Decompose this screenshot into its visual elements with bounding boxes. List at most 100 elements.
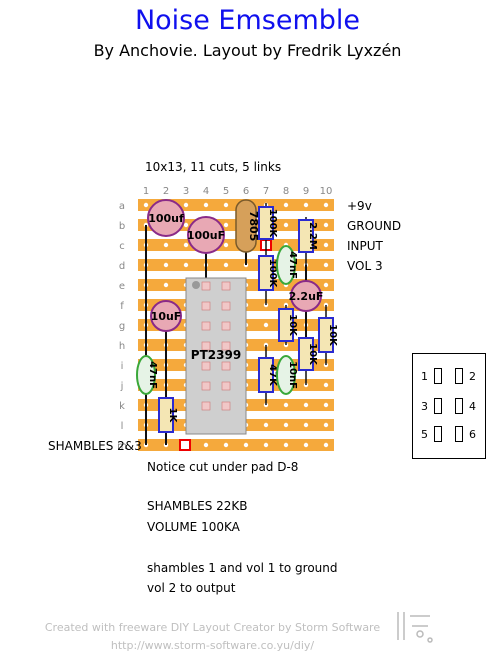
- column-label: 1: [143, 186, 149, 197]
- row-label: m: [117, 441, 127, 452]
- copper-strip: [138, 199, 334, 211]
- board-info: 10x13, 11 cuts, 5 links: [145, 160, 282, 174]
- svg-text:10nF: 10nF: [287, 361, 298, 389]
- strip-hole: [303, 422, 309, 428]
- note-cut: Notice cut under pad D-8: [147, 460, 299, 474]
- strip-hole: [183, 242, 189, 248]
- strip-hole: [263, 322, 269, 328]
- strip-hole: [243, 442, 249, 448]
- strip-hole: [223, 202, 229, 208]
- svg-text:1K: 1K: [167, 408, 178, 424]
- svg-text:100K: 100K: [267, 259, 278, 289]
- strip-hole: [203, 202, 209, 208]
- strip-hole: [183, 202, 189, 208]
- svg-text:2.2uF: 2.2uF: [289, 290, 324, 303]
- strip-hole: [223, 222, 229, 228]
- pot-pad: [455, 368, 463, 384]
- column-label: 5: [223, 186, 229, 197]
- label-input: INPUT: [347, 239, 383, 253]
- pot-pin-label: 4: [469, 400, 476, 413]
- strip-hole: [323, 242, 329, 248]
- strip-hole: [303, 202, 309, 208]
- column-label: 9: [303, 186, 309, 197]
- note-output: vol 2 to output: [147, 581, 236, 595]
- pot-pin-label: 3: [421, 400, 428, 413]
- strip-hole: [323, 442, 329, 448]
- note-ground: shambles 1 and vol 1 to ground: [147, 561, 338, 575]
- row-label: a: [119, 201, 125, 212]
- label-vol3: VOL 3: [347, 259, 383, 273]
- strip-hole: [183, 222, 189, 228]
- row-label: f: [120, 301, 124, 312]
- pot-pin-label: 6: [469, 428, 476, 441]
- svg-text:100uf: 100uf: [148, 212, 184, 225]
- strip-hole: [223, 262, 229, 268]
- pot-pin-label: 1: [421, 370, 428, 383]
- strip-hole: [283, 202, 289, 208]
- resistor-100k-top: 100K: [258, 203, 278, 245]
- footer-credit: Created with freeware DIY Layout Creator…: [44, 621, 381, 634]
- ic-chip: PT2399: [185, 277, 247, 435]
- strip-hole: [223, 242, 229, 248]
- resistor-47k: 47K: [258, 345, 278, 405]
- svg-text:47nF: 47nF: [147, 361, 158, 389]
- resistor-10k-g: 10K: [278, 305, 298, 345]
- strip-hole: [283, 402, 289, 408]
- strip-hole: [323, 382, 329, 388]
- cap-47nf-left: 47nF: [136, 355, 158, 395]
- row-label: l: [121, 421, 124, 432]
- note-shambles: SHAMBLES 22KB: [147, 499, 248, 513]
- cut: [179, 439, 191, 451]
- column-label: 8: [283, 186, 289, 197]
- svg-text:7805: 7805: [247, 211, 260, 242]
- strip-hole: [163, 262, 169, 268]
- svg-text:10K: 10K: [307, 343, 318, 366]
- strip-hole: [263, 442, 269, 448]
- cap-10nf: 10nF: [276, 355, 298, 395]
- strip-hole: [323, 202, 329, 208]
- strip-hole: [203, 442, 209, 448]
- column-label: 4: [203, 186, 209, 197]
- svg-text:2.2M: 2.2M: [307, 222, 318, 250]
- strip-hole: [303, 402, 309, 408]
- strip-hole: [163, 282, 169, 288]
- strip-hole: [323, 422, 329, 428]
- pot-pin-label: 5: [421, 428, 428, 441]
- svg-text:100K: 100K: [267, 209, 278, 239]
- strip-hole: [263, 422, 269, 428]
- page-subtitle: By Anchovie. Layout by Fredrik Lyxzén: [93, 41, 402, 60]
- label-shambles: SHAMBLES 2&3: [48, 439, 142, 453]
- cap-100uf-b: 100uF: [187, 216, 225, 254]
- strip-hole: [303, 442, 309, 448]
- note-volume: VOLUME 100KA: [147, 520, 240, 534]
- strip-hole: [323, 402, 329, 408]
- cap-100uf-a: 100uf: [147, 199, 185, 237]
- strip-hole: [183, 262, 189, 268]
- resistor-10k-h: 10K: [298, 325, 318, 385]
- label-9v: +9v: [347, 199, 372, 213]
- svg-text:10K: 10K: [287, 314, 298, 337]
- strip-hole: [283, 222, 289, 228]
- svg-text:47nF: 47nF: [287, 251, 298, 279]
- strip-hole: [163, 242, 169, 248]
- strip-hole: [323, 262, 329, 268]
- column-label: 10: [320, 186, 333, 197]
- row-label: c: [119, 241, 125, 252]
- footer-url[interactable]: http://www.storm-software.co.yu/diy/: [110, 639, 315, 652]
- label-ground: GROUND: [347, 219, 402, 233]
- row-label: k: [119, 401, 125, 412]
- storm-logo-icon: [397, 612, 433, 643]
- row-label: h: [119, 341, 125, 352]
- strip-hole: [283, 422, 289, 428]
- resistor-1k: 1K: [158, 385, 178, 445]
- row-label: j: [120, 381, 124, 392]
- column-label: 6: [243, 186, 249, 197]
- pot-pad: [455, 426, 463, 442]
- svg-text:47K: 47K: [267, 364, 278, 387]
- pot-pinout: 1 2 3 4 5 6: [412, 353, 486, 459]
- pot-pad: [434, 368, 442, 384]
- resistor-22m: 2.2M: [298, 217, 318, 265]
